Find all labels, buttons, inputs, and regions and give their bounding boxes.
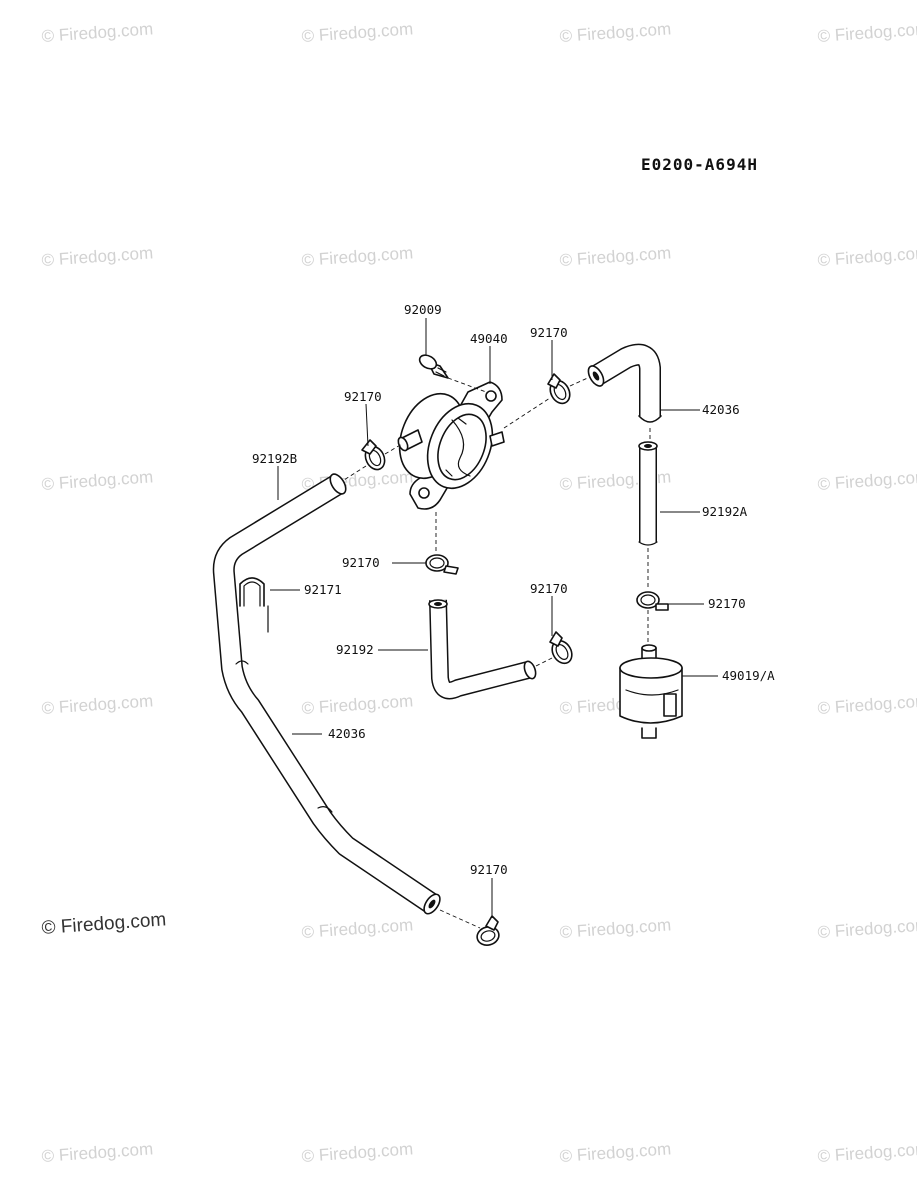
hose-bent xyxy=(428,599,553,700)
part-number-fuel-hose: 42036 xyxy=(702,402,740,417)
part-number-screw: 92009 xyxy=(404,302,442,317)
watermark: © Firedog.com xyxy=(41,691,154,718)
watermark: © Firedog.com xyxy=(41,243,154,270)
watermark: © Firedog.com xyxy=(301,691,414,718)
screw xyxy=(418,354,487,393)
part-number-fuel-pump: 49040 xyxy=(470,331,508,346)
watermark-layer: © Firedog.com © Firedog.com © Firedog.co… xyxy=(41,19,917,1166)
diagram-code: E0200-A694H xyxy=(641,155,758,174)
clamp-pump-outlet xyxy=(503,373,593,429)
fuel-hose-long xyxy=(212,473,441,915)
clamp-bottom xyxy=(439,909,500,946)
fuel-filter xyxy=(619,644,683,739)
watermark: © Firedog.com xyxy=(559,1139,672,1166)
watermark: © Firedog.com xyxy=(301,915,414,942)
watermark: © Firedog.com xyxy=(301,243,414,270)
clamp-filter xyxy=(636,591,669,646)
part-number-clamp: 92170 xyxy=(344,389,382,404)
part-number-clamp: 92170 xyxy=(470,862,508,877)
leader-lines xyxy=(270,318,718,918)
clamp-lower-pump xyxy=(425,512,459,575)
watermark: © Firedog.com xyxy=(301,1139,414,1166)
watermark: © Firedog.com xyxy=(817,915,917,942)
clamp-pump-inlet xyxy=(343,439,403,481)
fuel-hose-top xyxy=(587,343,662,444)
part-number-fuel-filter: 49019/A xyxy=(722,668,775,683)
watermark: © Firedog.com xyxy=(559,19,672,46)
part-number-clamp: 92170 xyxy=(530,581,568,596)
hose-straight xyxy=(638,441,658,590)
part-number-hose-straight: 92192A xyxy=(702,504,748,519)
watermark: © Firedog.com xyxy=(559,915,672,942)
part-number-clamp: 92170 xyxy=(530,325,568,340)
watermark: © Firedog.com xyxy=(41,467,154,494)
watermark: © Firedog.com xyxy=(41,19,154,46)
watermark: © Firedog.com xyxy=(301,19,414,46)
watermark: © Firedog.com xyxy=(817,691,917,718)
watermark-main: © Firedog.com xyxy=(41,909,167,939)
watermark: © Firedog.com xyxy=(817,243,917,270)
part-number-hose-long: 92192B xyxy=(252,451,297,466)
part-number-clamp: 92170 xyxy=(342,555,380,570)
watermark: © Firedog.com xyxy=(817,19,917,46)
part-number-clamp: 92170 xyxy=(708,596,746,611)
fuel-pump xyxy=(397,381,505,510)
part-number-hose-bent: 92192 xyxy=(336,642,374,657)
part-number-fuel-hose: 42036 xyxy=(328,726,366,741)
part-number-holder: 92171 xyxy=(304,582,342,597)
watermark: © Firedog.com xyxy=(817,1139,917,1166)
part-labels: 92009 49040 92170 92170 92192B 92170 921… xyxy=(252,302,775,877)
watermark: © Firedog.com xyxy=(817,467,917,494)
hose-holder xyxy=(239,577,269,633)
watermark: © Firedog.com xyxy=(559,243,672,270)
clamp-bent-hose xyxy=(549,631,573,665)
watermark: © Firedog.com xyxy=(41,1139,154,1166)
